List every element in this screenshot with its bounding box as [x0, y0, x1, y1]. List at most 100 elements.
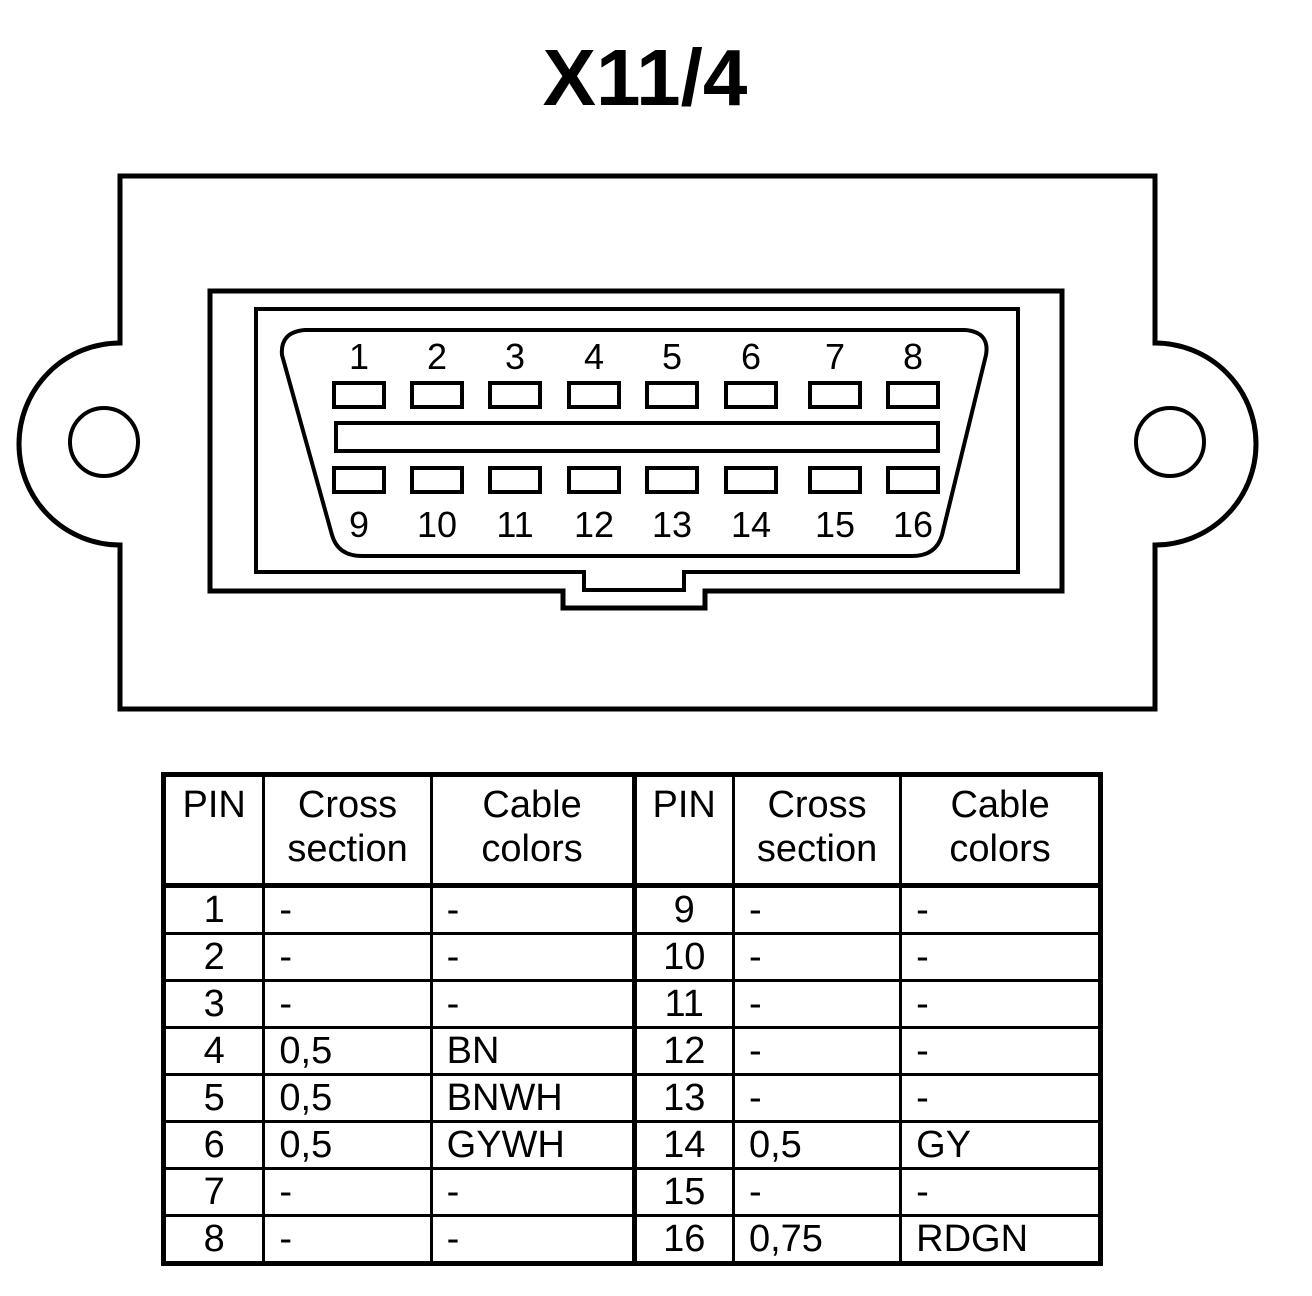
cross-section-cell: 0,5: [731, 1120, 903, 1170]
cross-section-cell: 0,5: [262, 1073, 433, 1123]
bottom-pin-label: 16: [893, 504, 933, 545]
cable-color-cell: -: [429, 1214, 636, 1265]
pin-cell: 11: [631, 979, 735, 1029]
top-contact-2: [488, 381, 542, 409]
top-pin-label: 1: [349, 336, 369, 377]
bottom-pin-label: 11: [496, 504, 533, 545]
cross-section-cell: 0,5: [262, 1120, 433, 1170]
top-contact-5: [724, 381, 778, 409]
pin-cell: 13: [631, 1073, 735, 1123]
top-pin-label: 2: [427, 336, 447, 377]
cable-color-cell: RDGN: [899, 1214, 1102, 1265]
cable-color-cell: -: [429, 932, 636, 982]
bottom-contact-0: [332, 466, 386, 494]
top-pin-label: 3: [505, 336, 525, 377]
left-mounting-hole: [68, 406, 140, 478]
cross-section-cell: -: [731, 932, 903, 982]
cable-color-cell: -: [899, 979, 1102, 1029]
right-mounting-hole: [1134, 406, 1206, 478]
pin-cell: 1: [161, 884, 266, 935]
pin-cell: 5: [161, 1073, 266, 1123]
top-pin-label: 8: [903, 336, 923, 377]
cable-color-cell: BN: [429, 1026, 636, 1076]
cable-color-cell: -: [429, 884, 636, 935]
bottom-contact-4: [645, 466, 699, 494]
cable-color-cell: GY: [899, 1120, 1102, 1170]
bottom-contact-3: [567, 466, 621, 494]
column-header-line1: Cable: [482, 784, 582, 826]
bottom-pin-label: 12: [574, 504, 614, 545]
bottom-contact-5: [724, 466, 778, 494]
mounting-plate-outline: [16, 173, 1259, 712]
pin-cell: 4: [161, 1026, 266, 1076]
top-contact-6: [808, 381, 862, 409]
center-key-bar: [334, 421, 940, 453]
column-header-line2: colors: [481, 828, 583, 870]
table-row: 3--11--: [161, 979, 1102, 1029]
cable-color-cell: -: [899, 884, 1102, 935]
bottom-contact-2: [488, 466, 542, 494]
bottom-contact-1: [410, 466, 464, 494]
pin-cell: 16: [631, 1214, 735, 1265]
pin-cell: 3: [161, 979, 266, 1029]
pin-cell: 6: [161, 1120, 266, 1170]
cross-section-cell: -: [262, 884, 433, 935]
top-contact-3: [567, 381, 621, 409]
bottom-pin-label: 14: [731, 504, 771, 545]
bottom-contact-6: [808, 466, 862, 494]
top-pin-label: 5: [662, 336, 682, 377]
top-contact-4: [645, 381, 699, 409]
cable-color-cell: -: [899, 1167, 1102, 1217]
pin-cell: 7: [161, 1167, 266, 1217]
connector-inner-frame: [254, 307, 1020, 592]
cable-color-cell: -: [899, 932, 1102, 982]
top-pin-label: 7: [825, 336, 845, 377]
pin-cell: 8: [161, 1214, 266, 1265]
cable-color-cell: -: [899, 1073, 1102, 1123]
pin-cell: 2: [161, 932, 266, 982]
top-contact-0: [332, 381, 386, 409]
pin-cell: 15: [631, 1167, 735, 1217]
bottom-pin-label: 9: [349, 504, 369, 545]
column-header-line2: section: [756, 828, 878, 870]
cable-color-cell: -: [429, 979, 636, 1029]
column-header-line2: section: [287, 828, 408, 870]
cross-section-cell: -: [731, 1073, 903, 1123]
cross-section-cell: 0,5: [262, 1026, 433, 1076]
cross-section-cell: -: [262, 1167, 433, 1217]
cross-section-cell: -: [262, 1214, 433, 1265]
column-header-line1: Cross: [767, 784, 867, 826]
column-header-line1: PIN: [652, 784, 716, 826]
cable-color-cell: GYWH: [429, 1120, 636, 1170]
column-header: PIN: [631, 773, 735, 887]
bottom-pin-label: 15: [815, 504, 855, 545]
bottom-contact-7: [886, 466, 940, 494]
cross-section-cell: -: [731, 1167, 903, 1217]
pin-cell: 12: [631, 1026, 735, 1076]
cross-section-cell: -: [262, 979, 433, 1029]
socket-housing: [279, 328, 989, 558]
column-header: PIN: [161, 773, 266, 887]
connector-outer-frame: [207, 288, 1065, 611]
pin-cell: 10: [631, 932, 735, 982]
bottom-pin-label: 10: [417, 504, 457, 545]
cross-section-cell: 0,75: [731, 1214, 903, 1265]
column-header-line1: Cable: [950, 784, 1050, 826]
column-header-line1: PIN: [182, 784, 246, 826]
table-row: 1--9--: [161, 884, 1102, 935]
table-row: 7--15--: [161, 1167, 1102, 1217]
pin-cell: 14: [631, 1120, 735, 1170]
column-header-line2: colors: [949, 828, 1051, 870]
cross-section-cell: -: [731, 979, 903, 1029]
top-contact-1: [410, 381, 464, 409]
